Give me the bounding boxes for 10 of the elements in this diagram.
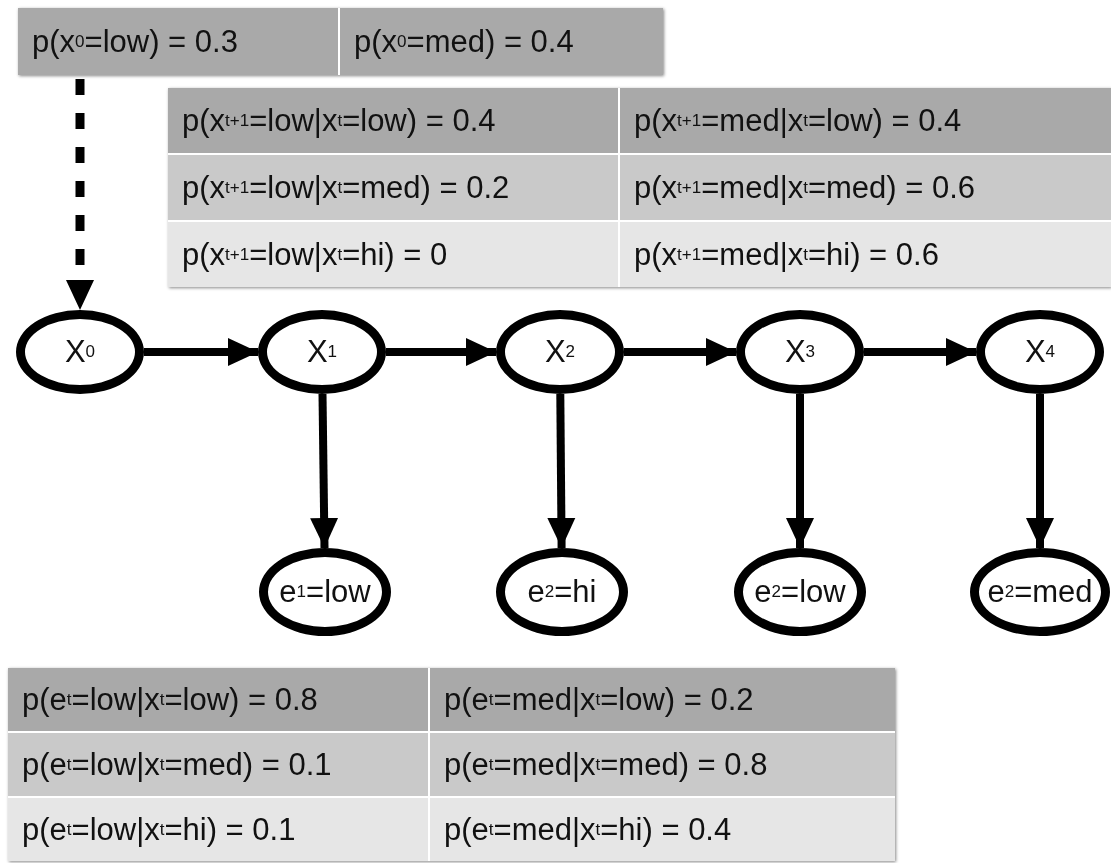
arrow	[310, 393, 339, 549]
probability-table	[18, 8, 663, 75]
arrow	[386, 338, 496, 366]
arrow	[786, 394, 814, 548]
arrow	[1026, 394, 1054, 548]
arrow	[864, 338, 976, 366]
arrow	[624, 338, 736, 366]
dashed-arrow	[66, 79, 94, 310]
arrow	[547, 393, 576, 549]
arrow	[144, 338, 258, 366]
